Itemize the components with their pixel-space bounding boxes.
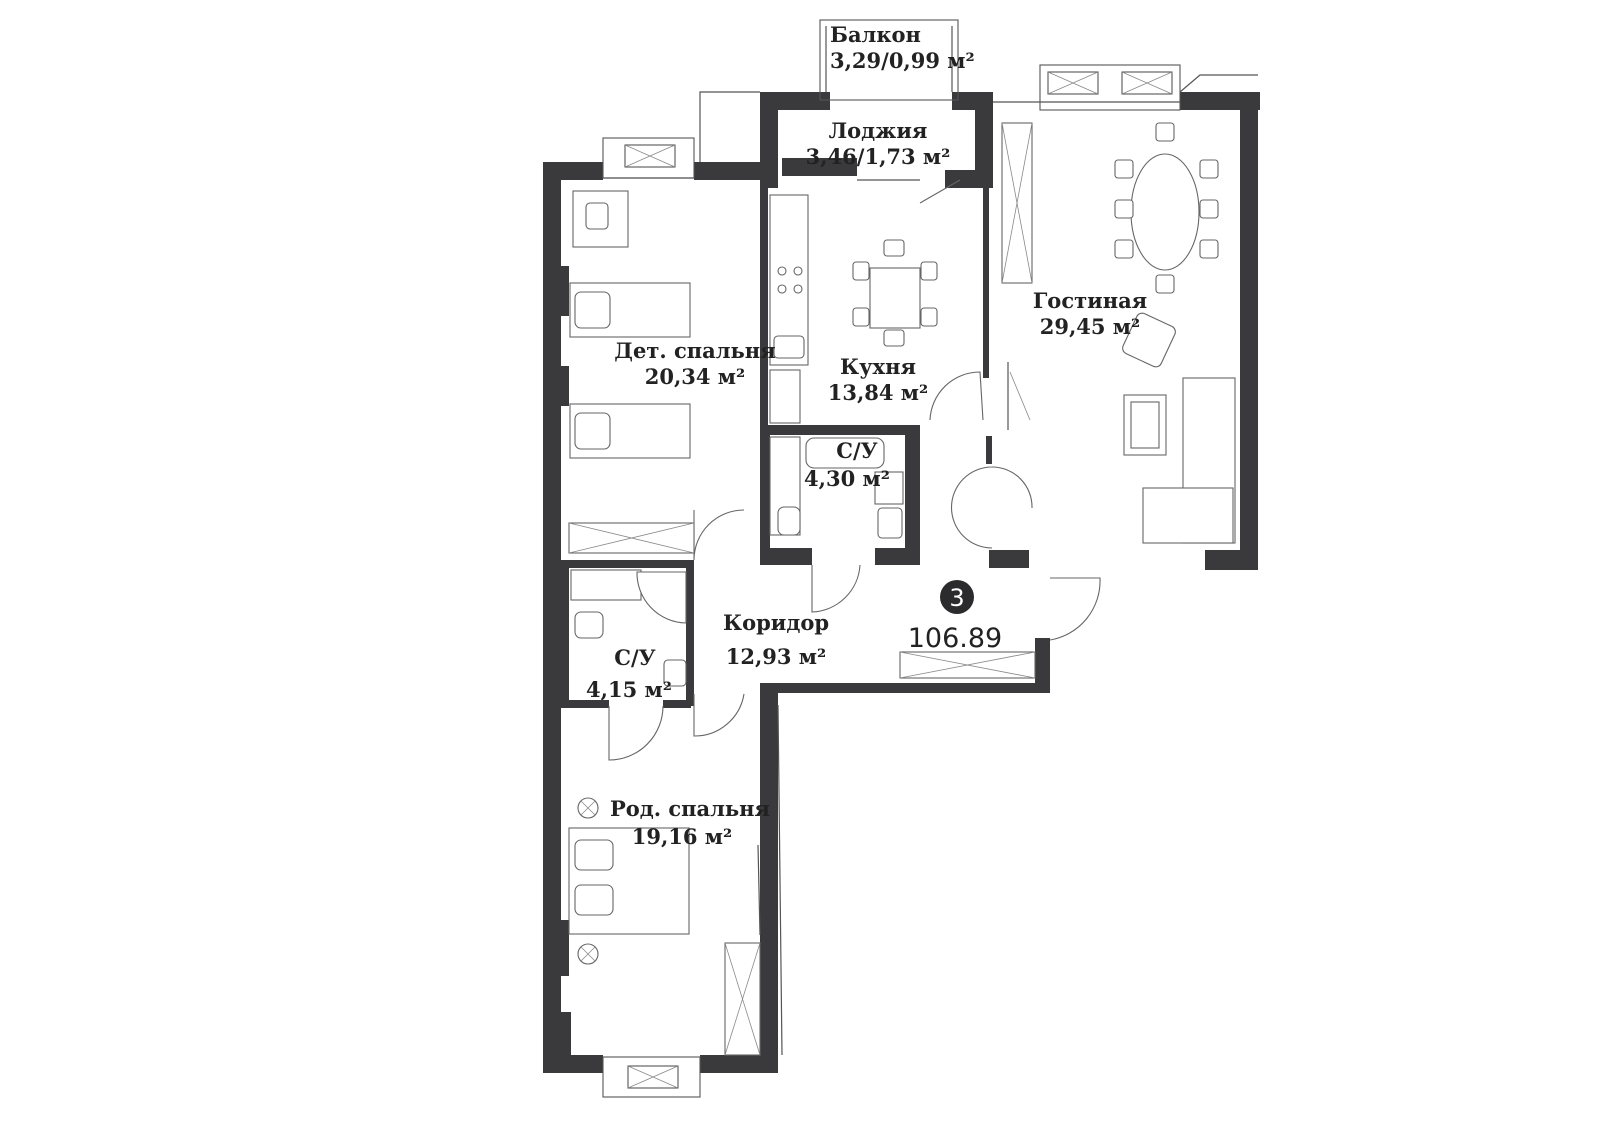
window-master-bedroom xyxy=(602,1056,701,1098)
kids-bedroom-area: 20,34 м² xyxy=(645,364,746,389)
balcony-name: Балкон xyxy=(830,22,921,47)
kitchen-area: 13,84 м² xyxy=(828,380,929,405)
bathroom-2-area: 4,15 м² xyxy=(586,677,672,702)
bathroom-1-area: 4,30 м² xyxy=(804,466,890,491)
kitchen-name: Кухня xyxy=(840,354,916,379)
walls xyxy=(543,92,1260,1073)
loggia-frame xyxy=(699,74,1258,181)
rooms-count: 3 xyxy=(949,584,964,612)
door-master-bedroom xyxy=(693,693,745,737)
living-room-name: Гостиная xyxy=(1033,288,1147,313)
door-kids-bedroom xyxy=(693,509,745,561)
room-labels: Балкон 3,29/0,99 м² Лоджия 3,46/1,73 м² … xyxy=(586,22,1147,849)
kids-bedroom-name: Дет. спальня xyxy=(614,338,775,363)
windows xyxy=(602,19,1258,1098)
door-loggia xyxy=(919,179,961,204)
window-living-room xyxy=(993,64,1181,111)
loggia-name: Лоджия xyxy=(829,118,928,143)
door-bath-2 xyxy=(608,705,664,761)
door-bath-1 xyxy=(811,564,861,613)
corridor-name: Коридор xyxy=(723,610,829,635)
living-room-area: 29,45 м² xyxy=(1040,314,1141,339)
bathroom-2-name: С/У xyxy=(614,645,655,670)
master-bedroom-name: Род. спальня xyxy=(610,796,770,821)
furniture xyxy=(568,122,1236,1056)
balcony-frame xyxy=(819,19,959,101)
doors xyxy=(608,179,1101,761)
master-bedroom-area: 19,16 м² xyxy=(632,824,733,849)
balcony-area: 3,29/0,99 м² xyxy=(830,48,975,73)
apartment-info: 3 106.89 xyxy=(908,580,1002,654)
door-entrance xyxy=(1049,577,1101,641)
total-area: 106.89 xyxy=(908,623,1002,654)
corridor-area: 12,93 м² xyxy=(726,644,827,669)
loggia-area: 3,46/1,73 м² xyxy=(806,144,951,169)
door-living-double xyxy=(950,466,1033,549)
door-kitchen xyxy=(929,371,984,421)
bathroom-1-name: С/У xyxy=(836,438,877,463)
master-bedroom-side-wall xyxy=(777,704,783,1056)
window-kids-bedroom xyxy=(602,137,695,179)
rooms-count-badge xyxy=(940,580,974,614)
